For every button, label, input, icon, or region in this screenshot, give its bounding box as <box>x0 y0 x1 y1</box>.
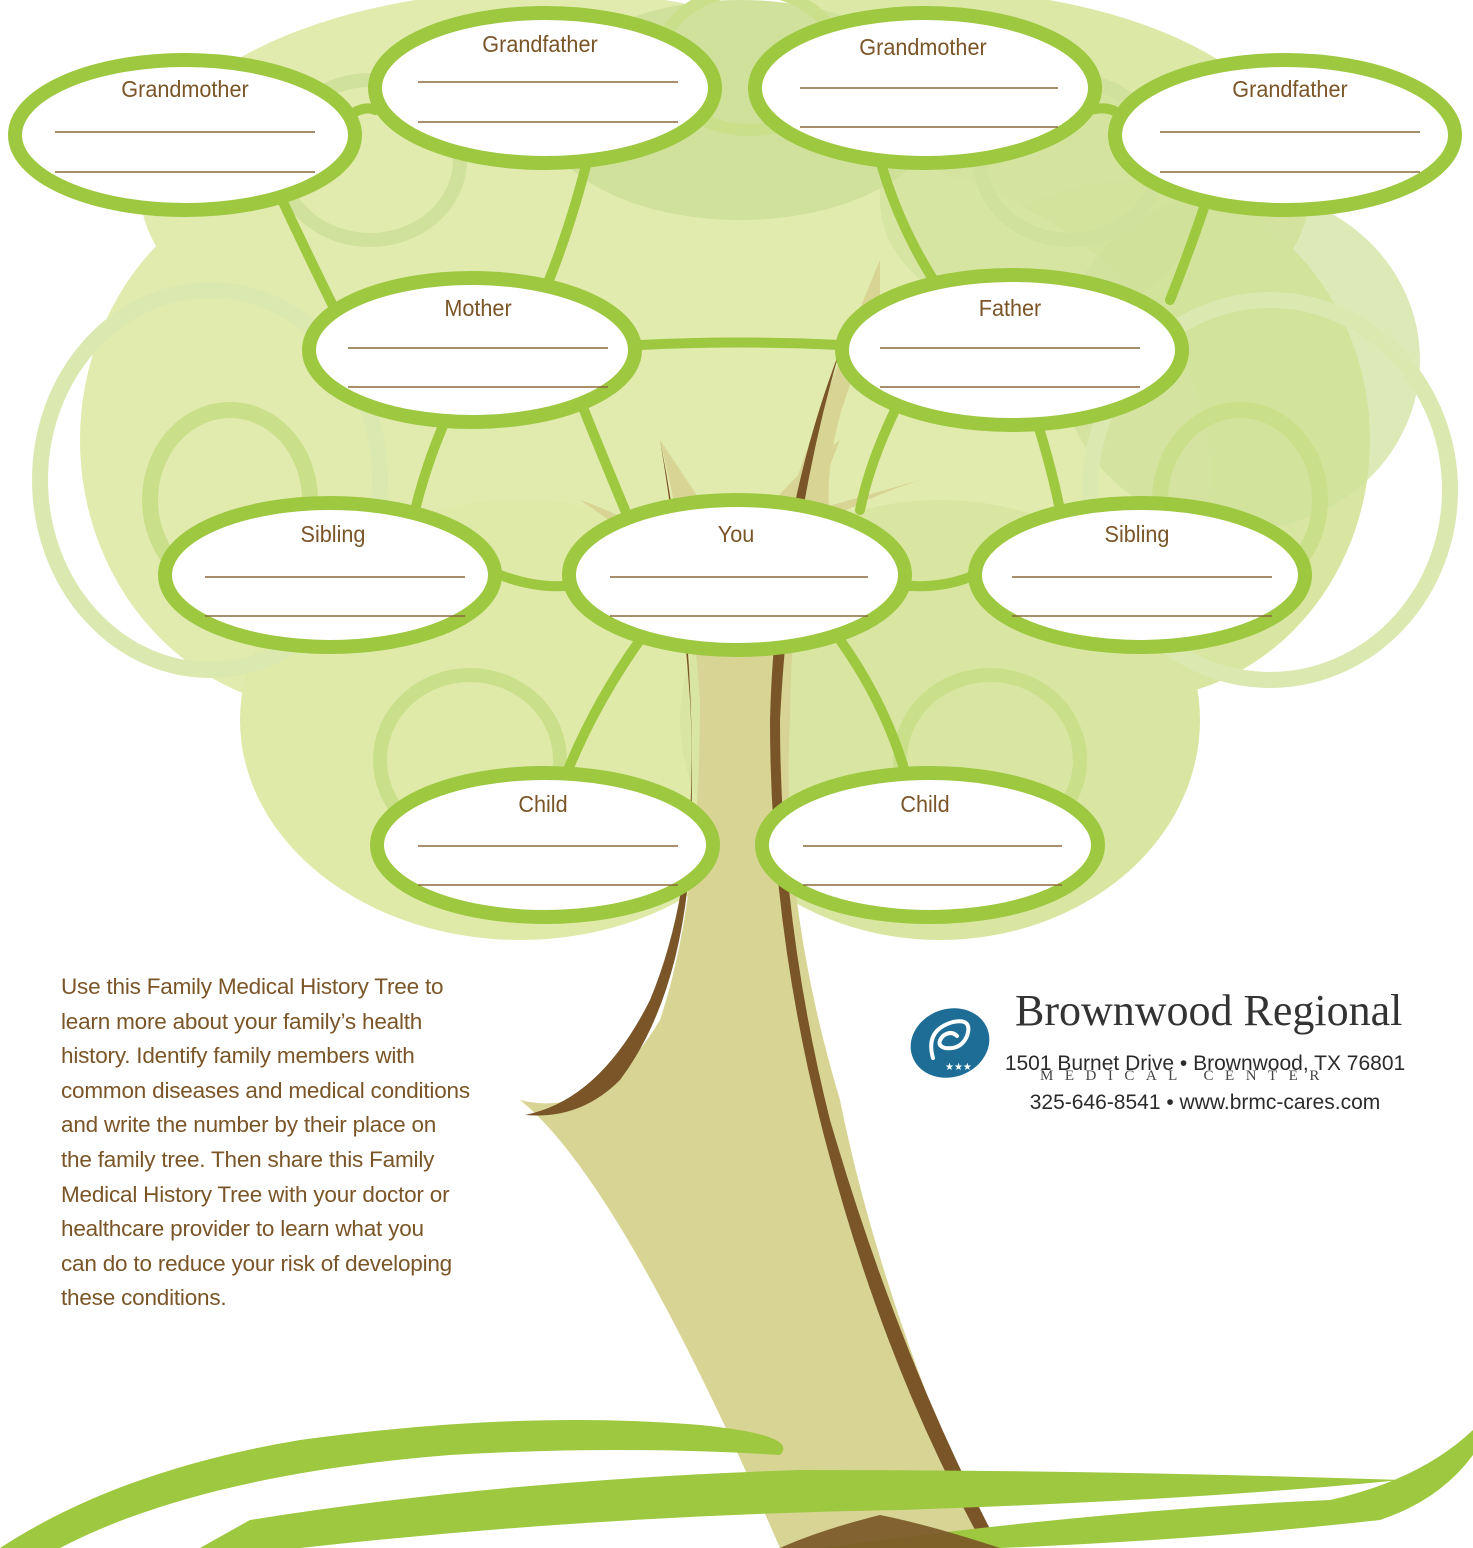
node-grandmother-left <box>8 53 362 217</box>
logo-name: Brownwood Regional <box>1015 986 1403 1035</box>
node-you <box>562 493 912 657</box>
tree-nodes <box>8 6 1462 924</box>
node-child-right <box>755 766 1105 924</box>
brmc-swirl-logo-icon: ★★★ <box>910 1008 990 1078</box>
contact-phone-web: 325-646-8541 • www.brmc-cares.com <box>1029 1091 1381 1114</box>
intro-line: can do to reduce your risk of developing <box>61 1250 452 1276</box>
contact-address: 1501 Burnet Drive • Brownwood, TX 76801 <box>1004 1052 1406 1075</box>
tree-trunk <box>520 260 1000 1548</box>
label-sibling-left: Sibling <box>300 521 366 547</box>
node-child-left <box>370 766 720 924</box>
node-sibling-right <box>968 496 1312 654</box>
label-grandfather-right: Grandfather <box>1232 76 1348 102</box>
node-father <box>835 268 1189 432</box>
node-grandfather-left <box>368 6 722 170</box>
label-child-right: Child <box>900 791 950 817</box>
intro-line: common diseases and medical conditions <box>61 1077 470 1103</box>
label-father: Father <box>978 295 1042 321</box>
node-grandmother-right <box>748 6 1102 170</box>
logo-subtitle: MEDICAL CENTER <box>1040 1068 1331 1084</box>
node-sibling-left <box>158 496 502 654</box>
intro-line: Medical History Tree with your doctor or <box>61 1181 450 1207</box>
label-you: You <box>717 521 755 547</box>
node-grandfather-right <box>1108 53 1462 217</box>
label-child-left: Child <box>518 791 568 817</box>
ground-grass <box>0 1420 1473 1548</box>
intro-line: and write the number by their place on <box>61 1112 437 1138</box>
node-mother <box>302 271 642 429</box>
label-grandmother-left: Grandmother <box>121 76 249 102</box>
intro-paragraph: Use this Family Medical History Tree to … <box>61 970 531 1316</box>
intro-line: Use this Family Medical History Tree to <box>61 974 444 999</box>
intro-line: learn more about your family’s health <box>61 1008 423 1034</box>
label-grandfather-left: Grandfather <box>482 31 598 57</box>
label-sibling-right: Sibling <box>1104 521 1170 547</box>
intro-line: history. Identify family members with <box>61 1043 415 1069</box>
intro-line: the family tree. Then share this Family <box>61 1146 435 1172</box>
svg-text:★★★: ★★★ <box>945 1062 972 1073</box>
intro-line: these conditions. <box>61 1285 227 1311</box>
intro-line: healthcare provider to learn what you <box>61 1216 424 1242</box>
label-mother: Mother <box>444 295 512 321</box>
label-grandmother-right: Grandmother <box>859 34 987 60</box>
